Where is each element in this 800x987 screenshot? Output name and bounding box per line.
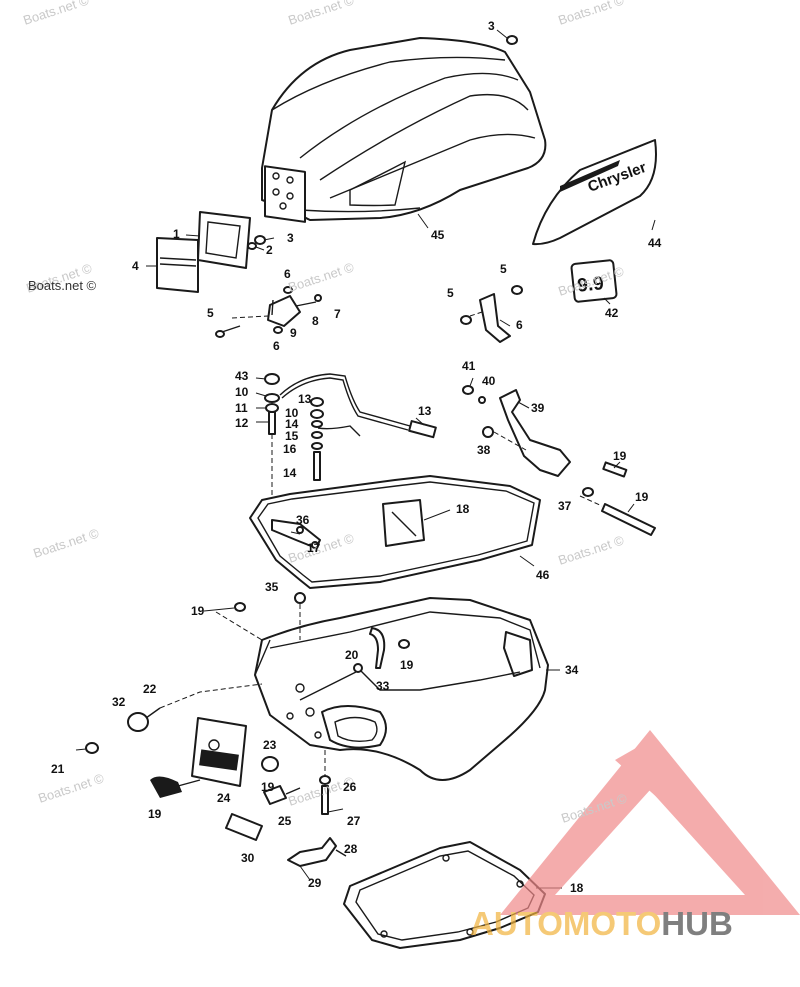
callout-13: 13	[298, 392, 312, 406]
callout-39: 39	[531, 401, 545, 415]
callout-19: 19	[261, 780, 275, 794]
callout-32: 32	[112, 695, 126, 709]
plate-25	[191, 717, 247, 787]
callout-14: 14	[283, 466, 297, 480]
callout-11: 11	[235, 401, 248, 415]
hp-decal: 9.9	[570, 259, 618, 303]
callout-7: 7	[334, 307, 341, 321]
callout-46: 46	[536, 568, 550, 582]
callout-18: 18	[570, 881, 584, 895]
callout-40: 40	[482, 374, 496, 388]
watermark-text: Boats.net ©	[21, 0, 91, 28]
callout-6: 6	[284, 267, 291, 281]
callout-28: 28	[344, 842, 358, 856]
callout-13: 13	[418, 404, 432, 418]
callout-45: 45	[431, 228, 445, 242]
callout-35: 35	[265, 580, 279, 594]
throttle-linkage	[462, 385, 656, 536]
callout-42: 42	[605, 306, 619, 320]
bracket-42	[460, 285, 523, 343]
watermark-text: Boats.net ©	[36, 770, 106, 805]
watermark-text: Boats.net ©	[31, 525, 101, 560]
fitting-27	[263, 785, 301, 805]
callout-4: 4	[132, 259, 139, 273]
callout-33: 33	[376, 679, 390, 693]
callout-1: 1	[173, 227, 180, 241]
washer-23	[85, 742, 99, 754]
decal-4	[156, 237, 199, 293]
warning-label-46	[382, 499, 425, 547]
callout-8: 8	[312, 314, 319, 328]
plug-26	[261, 756, 279, 772]
callout-27: 27	[347, 814, 361, 828]
callout-19: 19	[400, 658, 414, 672]
callout-24: 24	[217, 791, 231, 805]
hp-text: 9.9	[576, 273, 604, 297]
callout-6: 6	[516, 318, 523, 332]
knob-22	[127, 683, 263, 732]
callout-20: 20	[345, 648, 359, 662]
callout-26: 26	[343, 780, 357, 794]
callout-5: 5	[500, 262, 507, 276]
callout-25: 25	[278, 814, 292, 828]
callout-36: 36	[296, 513, 310, 527]
nut-3-top	[506, 35, 518, 45]
callout-23: 23	[263, 738, 277, 752]
lever-18-lower	[287, 837, 347, 867]
callout-3: 3	[488, 19, 495, 33]
callout-17: 17	[307, 541, 321, 555]
callout-30: 30	[241, 851, 255, 865]
callout-10: 10	[285, 406, 299, 420]
watermark-text: Boats.net ©	[286, 259, 356, 294]
watermark-text: Boats.net ©	[28, 278, 97, 293]
callout-12: 12	[235, 416, 249, 430]
logo-text: AUTOMOTOHUB	[470, 905, 733, 942]
callout-9: 9	[290, 326, 297, 340]
callout-19: 19	[148, 807, 162, 821]
callout-14: 14	[285, 417, 299, 431]
watermark-text: Boats.net ©	[556, 0, 626, 28]
callout-6: 6	[273, 339, 280, 353]
callout-2: 2	[266, 243, 273, 257]
callout-19: 19	[191, 604, 205, 618]
callout-29: 29	[308, 876, 322, 890]
watermark-text: Boats.net ©	[556, 532, 626, 567]
chrysler-decal: Chrysler	[532, 139, 657, 246]
callout-22: 22	[143, 682, 157, 696]
shift-linkage	[264, 373, 437, 512]
callout-34: 34	[565, 663, 579, 677]
callout-44: 44	[648, 236, 662, 250]
handle-24	[150, 776, 201, 798]
callout-5: 5	[447, 286, 454, 300]
screw-19-lower	[319, 750, 331, 815]
callout-21: 21	[51, 762, 65, 776]
callout-15: 15	[285, 429, 299, 443]
leader-lines	[75, 29, 656, 889]
callout-37: 37	[558, 499, 572, 513]
callout-19: 19	[635, 490, 649, 504]
tag-28	[225, 813, 263, 841]
latch-plate-1	[197, 211, 251, 269]
callout-10: 10	[235, 385, 249, 399]
callout-19: 19	[613, 449, 627, 463]
callout-3: 3	[287, 231, 294, 245]
callout-43: 43	[235, 369, 249, 383]
callout-16: 16	[283, 442, 297, 456]
callout-5: 5	[207, 306, 214, 320]
callout-38: 38	[477, 443, 491, 457]
bracket-assembly-left	[215, 286, 322, 338]
automotohub-logo: AUTOMOTOHUB	[470, 730, 800, 942]
callout-41: 41	[462, 359, 476, 373]
callout-18: 18	[456, 502, 470, 516]
bottom-cowl	[215, 592, 549, 781]
watermark-text: Boats.net ©	[286, 0, 356, 28]
motor-cover-top	[261, 37, 547, 223]
